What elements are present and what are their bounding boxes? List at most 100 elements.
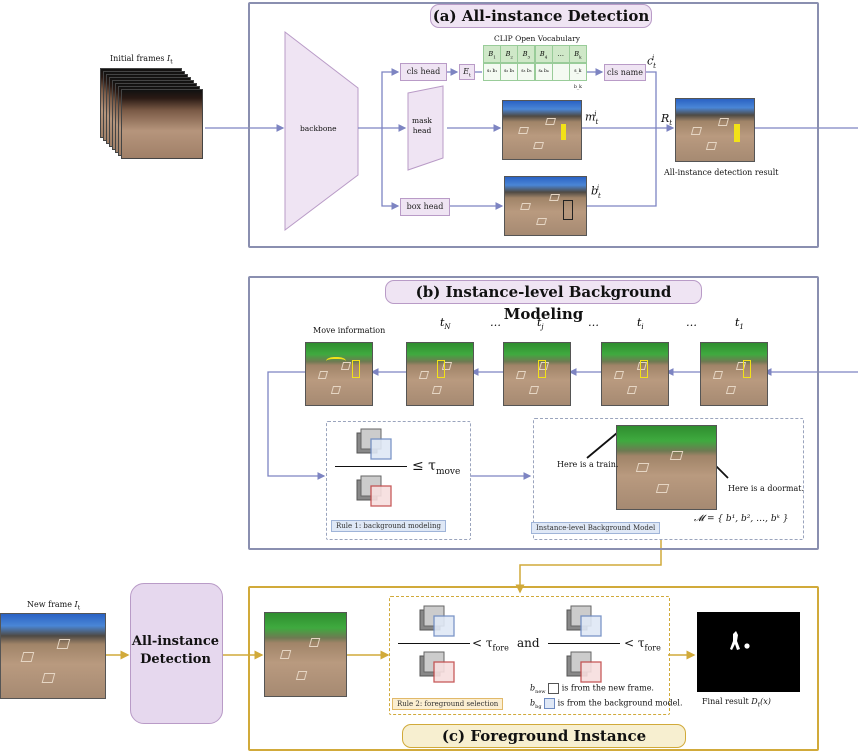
floor-tile-decoration (548, 194, 560, 202)
floor-tile-decoration (706, 142, 718, 150)
vocab-score-cell: s₁ b₁ (483, 63, 502, 81)
panel-background-modeling (248, 276, 819, 550)
fore-pair-1-top-icon (418, 602, 458, 640)
cube-pair-icon (566, 651, 602, 683)
floor-tile-decoration (419, 370, 430, 379)
floor-tile-decoration (20, 651, 35, 662)
vocab-embedding-cell: Bk (568, 45, 587, 63)
move-info-label: Move information (313, 326, 386, 335)
mask-head-label: mask head (412, 116, 432, 135)
time-label: … (588, 316, 599, 329)
time-label: tj (537, 316, 544, 332)
fraction-bar-2 (548, 643, 620, 645)
new-frame (0, 613, 106, 699)
frame-tj (503, 342, 571, 406)
panel-b-title: (b) Instance-level Background Modeling (385, 280, 702, 323)
initial-frame-layer (121, 89, 203, 159)
tau-fore-1: < τfore (472, 636, 509, 653)
cube-pair-icon (419, 651, 455, 683)
all-instance-detection-label: All-instance Detection (131, 634, 220, 667)
initial-frames-stack (100, 68, 210, 164)
vocab-score-cell: s_k b_k (568, 63, 587, 90)
vocab-score-cell: s₂ b₂ (500, 63, 519, 81)
fraction-bar-1 (398, 643, 470, 645)
box-head: box head (400, 198, 450, 216)
background-model-frame (616, 425, 717, 510)
time-label: ti (637, 316, 644, 332)
vocab-score-cell: s₃ b₃ (517, 63, 536, 81)
floor-tile-decoration (726, 386, 737, 394)
time-axis-labels: tN…tj…ti…t1 (0, 316, 858, 340)
rule1-tag: Rule 1: background modeling (331, 520, 446, 532)
doormat-callout: Here is a doormat. (728, 484, 805, 493)
time-label: … (686, 316, 697, 329)
result-highlight (733, 123, 740, 143)
fore-pair-1-bottom-icon (418, 648, 458, 686)
move-arrow (325, 356, 346, 368)
panel-c-title: (c) Foreground Instance Selection (402, 724, 686, 751)
rule2-box (389, 596, 670, 715)
floor-tile-decoration (670, 450, 684, 461)
cls-head: cls head (400, 63, 447, 81)
vocab-embedding-cell: B3 (517, 45, 536, 63)
floor-tile-decoration (536, 217, 548, 225)
backbone-label: backbone (300, 124, 337, 133)
instance-box (436, 360, 446, 379)
final-result-label: Final result Dt(x) (702, 697, 771, 709)
floor-tile-decoration (635, 463, 649, 473)
mask-head-shape (407, 85, 444, 171)
backbone-shape (284, 30, 359, 232)
time-label: tN (440, 316, 451, 332)
floor-tile-decoration (432, 386, 443, 394)
box-highlight (563, 200, 574, 220)
legend-bg: bbg is from the background model. (530, 698, 683, 711)
vocab-embedding-cell: B2 (500, 45, 519, 63)
all-instance-detection-block (130, 583, 223, 724)
embedding-box: Et (459, 64, 475, 80)
rule2-tag: Rule 2: foreground selection (392, 698, 504, 710)
legend-new: bnew is from the new frame. (530, 683, 654, 696)
mask-highlight (560, 124, 567, 141)
floor-tile-decoration (544, 118, 556, 126)
background-model-tag: Instance-level Background Model (531, 522, 661, 534)
instance-box (351, 360, 361, 379)
floor-tile-decoration (713, 370, 724, 379)
box-symbol: bti (591, 184, 601, 200)
detection-result-caption: All-instance detection result (664, 168, 779, 177)
floor-tile-decoration (331, 386, 342, 394)
background-model-box (533, 418, 804, 540)
cube-pair-icon (356, 428, 392, 460)
cube-pair-icon (566, 605, 602, 637)
vocab-score-cell: s₄ b₄ (534, 63, 553, 81)
bbox-pair-top-icon (355, 425, 395, 463)
cls-name-box: cls name (604, 64, 646, 81)
vocab-embedding-cell: … (551, 45, 570, 63)
instance-box (742, 360, 752, 379)
train-callout: Here is a train. (557, 460, 619, 469)
floor-tile-decoration (279, 650, 292, 660)
floor-tile-decoration (41, 672, 56, 683)
floor-tile-decoration (614, 370, 625, 379)
frame-tN (406, 342, 474, 406)
floor-tile-decoration (529, 386, 540, 394)
floor-tile-decoration (690, 126, 702, 135)
instance-box (639, 360, 649, 379)
time-label: … (490, 316, 501, 329)
floor-tile-decoration (627, 386, 638, 394)
cube-pair-icon (356, 475, 392, 507)
mask-symbol: mti (585, 110, 599, 126)
floor-tile-decoration (717, 117, 729, 126)
box-frame (504, 176, 587, 236)
floor-tile-decoration (655, 484, 669, 494)
cube-pair-icon (419, 605, 455, 637)
initial-frames-label: Initial frames It (110, 54, 173, 66)
floor-tile-decoration (318, 370, 329, 379)
floor-tile-decoration (520, 203, 532, 211)
floor-tile-decoration (516, 370, 527, 379)
floor-tile-decoration (296, 671, 308, 681)
fore-pair-2-top-icon (565, 602, 605, 640)
new-frame-label: New frame It (27, 600, 81, 612)
